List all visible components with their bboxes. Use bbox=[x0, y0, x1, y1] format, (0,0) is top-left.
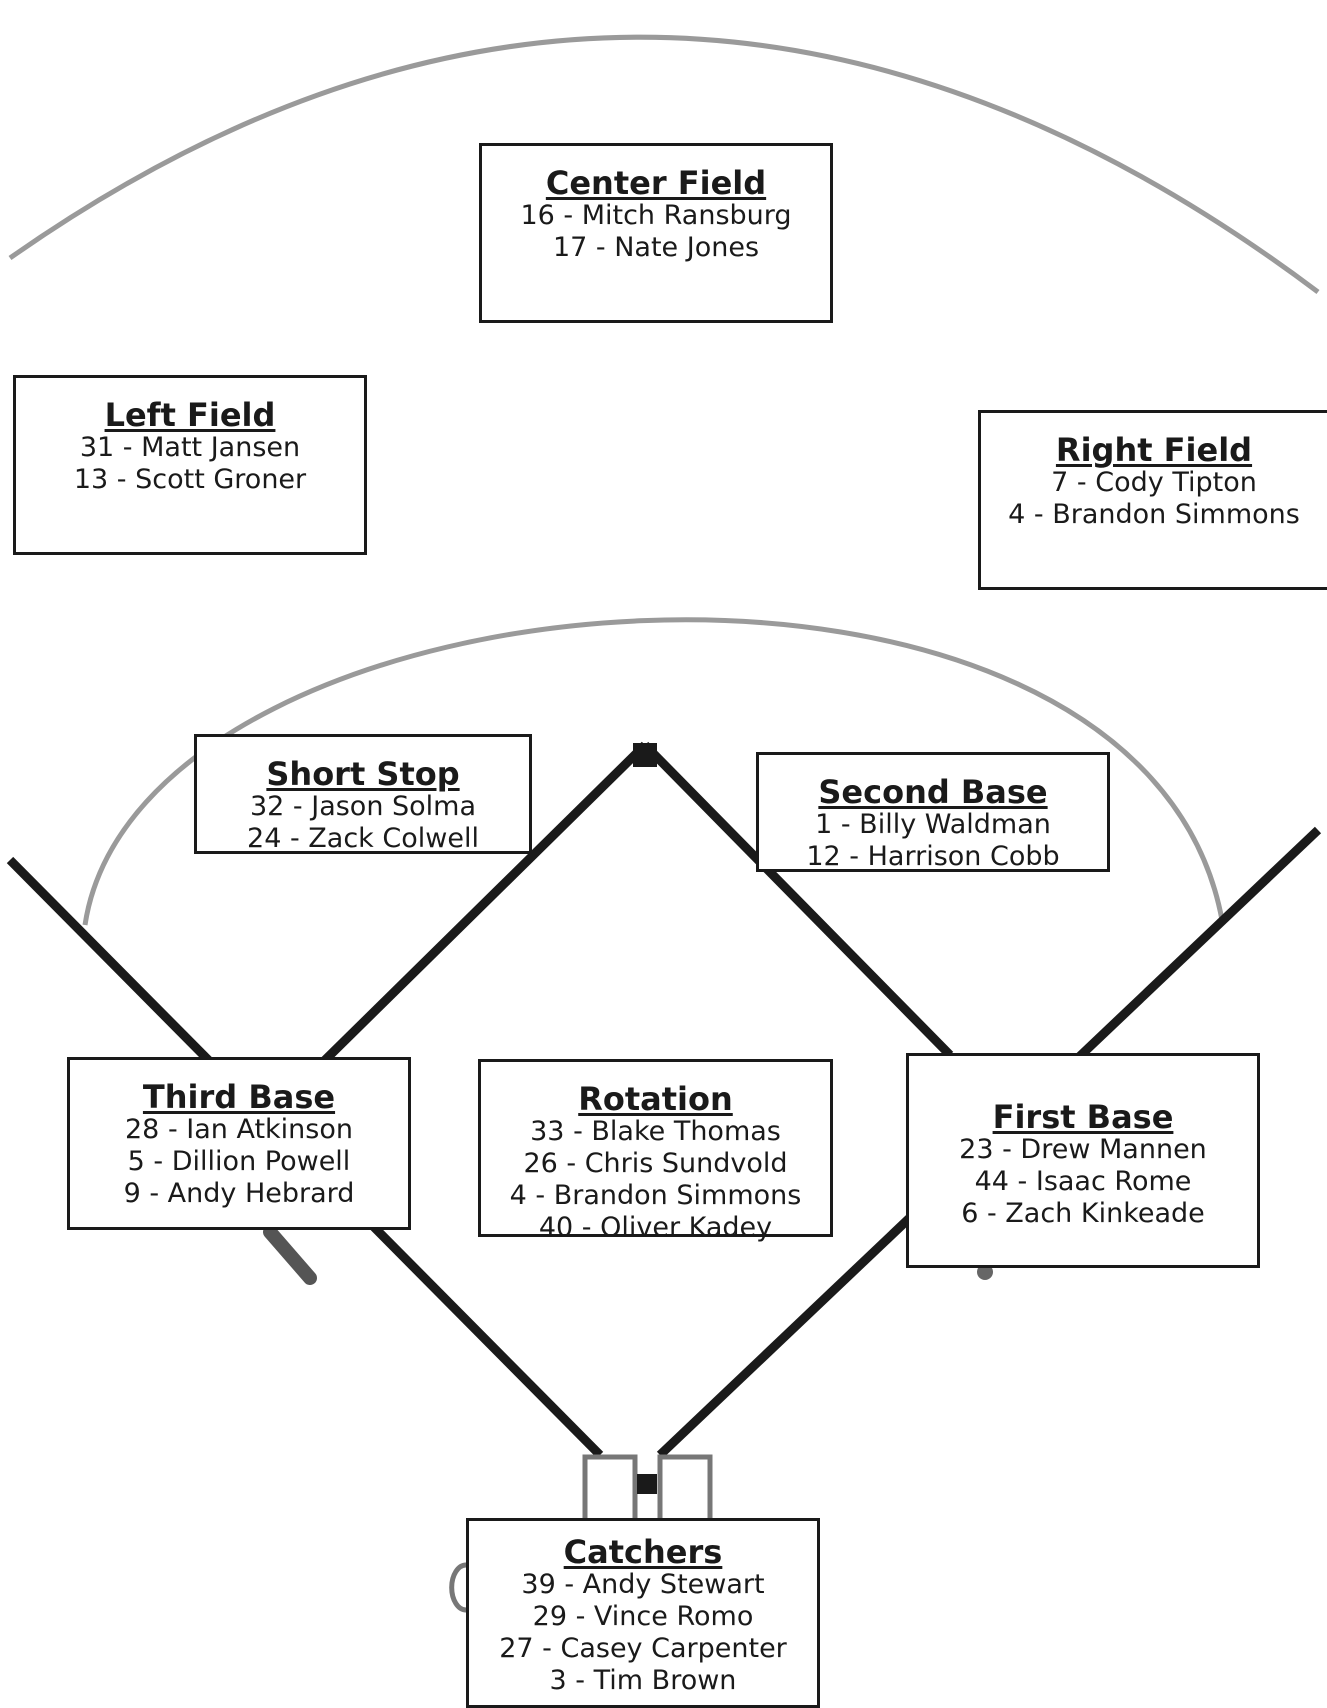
first-base-player: 23 - Drew Mannen bbox=[959, 1134, 1207, 1165]
right-batters-box bbox=[657, 1454, 713, 1526]
right-field-title: Right Field bbox=[1055, 431, 1253, 469]
second-base-player: 12 - Harrison Cobb bbox=[806, 841, 1060, 872]
base-path-third-to-second bbox=[316, 741, 649, 1069]
home-plate bbox=[637, 1474, 657, 1494]
left-field-player: 31 - Matt Jansen bbox=[79, 432, 301, 463]
first-base-player: 6 - Zach Kinkeade bbox=[961, 1198, 1205, 1229]
third-base-player: 28 - Ian Atkinson bbox=[125, 1114, 353, 1145]
third-base-player: 5 - Dillion Powell bbox=[127, 1146, 351, 1177]
left-field-box: Left Field 31 - Matt Jansen 13 - Scott G… bbox=[13, 375, 367, 555]
infield-arc bbox=[82, 617, 1225, 926]
catchers-title: Catchers bbox=[563, 1533, 723, 1571]
rotation-player: 33 - Blake Thomas bbox=[530, 1116, 781, 1147]
catchers-box: Catchers 39 - Andy Stewart 29 - Vince Ro… bbox=[466, 1518, 820, 1708]
right-field-player: 7 - Cody Tipton bbox=[1051, 467, 1257, 498]
first-base-title: First Base bbox=[992, 1098, 1174, 1136]
short-stop-title: Short Stop bbox=[266, 755, 460, 793]
catchers-player: 3 - Tim Brown bbox=[549, 1665, 737, 1696]
center-field-player: 17 - Nate Jones bbox=[552, 232, 760, 263]
on-deck-circle bbox=[449, 1562, 467, 1613]
second-base-title: Second Base bbox=[818, 773, 1048, 811]
outfield-fence-arc bbox=[8, 34, 1320, 294]
second-base-player: 1 - Billy Waldman bbox=[815, 809, 1051, 840]
center-field-box: Center Field 16 - Mitch Ransburg 17 - Na… bbox=[479, 143, 833, 323]
catchers-player: 27 - Casey Carpenter bbox=[499, 1633, 787, 1664]
third-base-player: 9 - Andy Hebrard bbox=[123, 1178, 355, 1209]
right-field-box: Right Field 7 - Cody Tipton 4 - Brandon … bbox=[978, 410, 1327, 590]
left-field-player: 13 - Scott Groner bbox=[73, 464, 307, 495]
catchers-player: 29 - Vince Romo bbox=[532, 1601, 754, 1632]
third-base-box: Third Base 28 - Ian Atkinson 5 - Dillion… bbox=[67, 1057, 411, 1230]
first-base-box: First Base 23 - Drew Mannen 44 - Isaac R… bbox=[906, 1053, 1260, 1268]
first-base-player: 44 - Isaac Rome bbox=[974, 1166, 1192, 1197]
third-base-coach-mark bbox=[263, 1225, 317, 1285]
right-field-player: 4 - Brandon Simmons bbox=[1008, 499, 1300, 530]
second-base-box: Second Base 1 - Billy Waldman 12 - Harri… bbox=[756, 752, 1110, 872]
center-field-title: Center Field bbox=[545, 164, 767, 202]
rotation-player: 26 - Chris Sundvold bbox=[523, 1148, 788, 1179]
second-base-bag bbox=[633, 743, 657, 767]
catchers-player: 39 - Andy Stewart bbox=[521, 1569, 765, 1600]
base-path-second-to-first bbox=[641, 741, 954, 1059]
short-stop-player: 32 - Jason Solma bbox=[249, 791, 477, 822]
first-base-coach-mark bbox=[977, 1264, 993, 1280]
rotation-player: 4 - Brandon Simmons bbox=[509, 1180, 802, 1211]
rotation-box: Rotation 33 - Blake Thomas 26 - Chris Su… bbox=[478, 1059, 833, 1243]
center-field-player: 16 - Mitch Ransburg bbox=[520, 200, 792, 231]
rotation-title: Rotation bbox=[578, 1080, 733, 1118]
left-field-title: Left Field bbox=[104, 396, 276, 434]
third-base-title: Third Base bbox=[142, 1078, 336, 1116]
short-stop-player: 24 - Zack Colwell bbox=[247, 823, 479, 854]
left-batters-box bbox=[582, 1454, 638, 1526]
rotation-player: 40 - Oliver Kadey bbox=[538, 1212, 773, 1243]
short-stop-box: Short Stop 32 - Jason Solma 24 - Zack Co… bbox=[194, 734, 532, 854]
